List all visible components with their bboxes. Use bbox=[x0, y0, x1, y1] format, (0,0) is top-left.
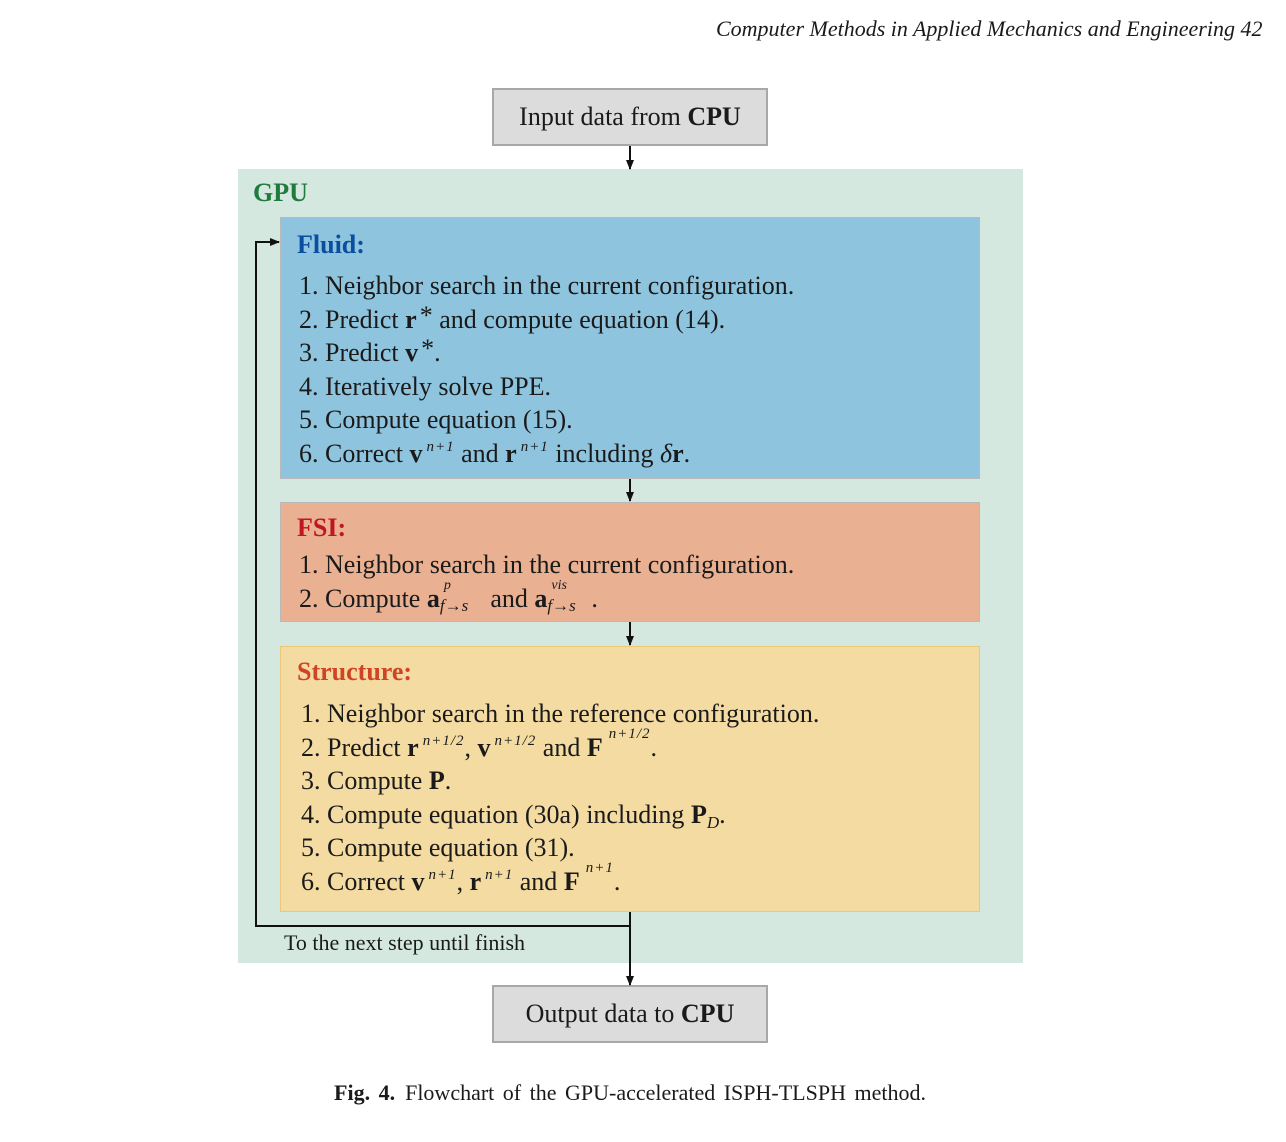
v-symbol: v bbox=[477, 732, 491, 762]
structure-title: Structure: bbox=[297, 657, 413, 686]
superscript: n+1/2 bbox=[422, 732, 465, 749]
structure-step-2-text: 2. Predict bbox=[301, 732, 408, 762]
loop-back-arrow bbox=[255, 238, 630, 927]
r-symbol: r bbox=[469, 866, 482, 896]
and-text: and bbox=[454, 438, 506, 468]
subscript: f→s bbox=[547, 595, 576, 615]
structure-step-3: 3. Compute P. bbox=[301, 764, 819, 798]
fluid-step-5: 5. Compute equation (15). bbox=[299, 405, 573, 434]
r-symbol: r bbox=[505, 438, 517, 468]
superscript: n+1/2 bbox=[608, 725, 651, 742]
fluid-step-3-rest: . bbox=[434, 338, 441, 367]
fluid-step-3-text: 3. Predict bbox=[299, 338, 406, 367]
fluid-steps: 1. Neighbor search in the current config… bbox=[299, 269, 794, 470]
f-symbol: F bbox=[586, 732, 603, 762]
output-box: Output data to CPU bbox=[492, 985, 768, 1043]
period: . bbox=[591, 583, 598, 613]
input-box-text: Input data from bbox=[519, 102, 688, 131]
fluid-step-3: 3. Predict v*. bbox=[299, 334, 794, 370]
acceleration-indices: vis f→s bbox=[547, 578, 591, 615]
fsi-title: FSI: bbox=[297, 513, 347, 542]
superscript: n+1 bbox=[520, 438, 549, 455]
subscript: f→s bbox=[439, 595, 469, 615]
fluid-step-2-rest: and compute equation (14). bbox=[432, 304, 726, 334]
structure-steps: 1. Neighbor search in the reference conf… bbox=[301, 697, 819, 898]
gpu-label: GPU bbox=[253, 178, 308, 207]
superscript: n+1/2 bbox=[494, 732, 537, 749]
period: . bbox=[444, 766, 452, 795]
v-symbol: v bbox=[409, 438, 423, 468]
fluid-step-2: 2. Predict r* and compute equation (14). bbox=[299, 300, 794, 337]
structure-step-5: 5. Compute equation (31). bbox=[301, 833, 575, 862]
fluid-step-2-text: 2. Predict bbox=[299, 304, 406, 334]
a-symbol: a bbox=[426, 583, 440, 613]
figure-caption-text: Flowchart of the GPU-accelerated ISPH-TL… bbox=[405, 1080, 926, 1105]
fsi-steps: 1. Neighbor search in the current config… bbox=[299, 548, 794, 615]
a-symbol: a bbox=[534, 583, 548, 613]
input-box-cpu: CPU bbox=[687, 102, 741, 131]
input-box: Input data from CPU bbox=[492, 88, 768, 146]
output-box-cpu: CPU bbox=[680, 999, 735, 1028]
fluid-step-6-text: 6. Correct bbox=[299, 438, 410, 468]
delta-symbol: δ bbox=[660, 438, 673, 468]
subscript: D bbox=[706, 812, 720, 832]
fsi-stage: FSI: 1. Neighbor search in the current c… bbox=[280, 502, 980, 622]
period: . bbox=[719, 799, 726, 829]
superscript: n+1 bbox=[585, 859, 614, 876]
journal-header: Computer Methods in Applied Mechanics an… bbox=[716, 16, 1263, 41]
output-box-text: Output data to bbox=[525, 999, 681, 1028]
structure-step-4: 4. Compute equation (30a) including PD. bbox=[301, 798, 819, 832]
f-symbol: F bbox=[563, 866, 580, 896]
fluid-step-1: 1. Neighbor search in the current config… bbox=[299, 271, 795, 300]
superscript: vis bbox=[551, 577, 567, 593]
loop-label: To the next step until finish bbox=[284, 930, 526, 955]
fluid-stage: Fluid: 1. Neighbor search in the current… bbox=[280, 217, 980, 479]
v-symbol: v bbox=[411, 866, 425, 896]
p-symbol: P bbox=[428, 766, 445, 795]
figure-label: Fig. 4. bbox=[334, 1080, 396, 1105]
fluid-step-4: 4. Iteratively solve PPE. bbox=[299, 371, 552, 401]
comma: , bbox=[464, 732, 478, 762]
v-symbol: v bbox=[405, 338, 419, 367]
structure-stage: Structure: 1. Neighbor search in the ref… bbox=[280, 646, 980, 912]
structure-step-1: 1. Neighbor search in the reference conf… bbox=[301, 699, 820, 728]
r-symbol: r bbox=[672, 438, 684, 468]
star-symbol: * bbox=[421, 334, 435, 363]
period: . bbox=[683, 438, 691, 468]
structure-step-6-text: 6. Correct bbox=[301, 866, 412, 896]
including-text: including bbox=[548, 438, 661, 468]
and-text: and bbox=[483, 583, 535, 613]
p-symbol: P bbox=[690, 799, 707, 829]
and-text: and bbox=[536, 732, 587, 762]
superscript: n+1 bbox=[426, 438, 455, 455]
r-symbol: r bbox=[405, 304, 417, 334]
structure-step-3-text: 3. Compute bbox=[301, 766, 429, 795]
period: . bbox=[650, 732, 658, 762]
acceleration-indices: p f→s bbox=[439, 578, 484, 615]
and-text: and bbox=[513, 866, 564, 896]
figure-caption: Fig. 4. Flowchart of the GPU-accelerated … bbox=[0, 1080, 1260, 1106]
fluid-title: Fluid: bbox=[297, 230, 365, 259]
period: . bbox=[613, 866, 621, 896]
superscript: n+1 bbox=[428, 866, 457, 883]
r-symbol: r bbox=[407, 732, 419, 762]
fsi-step-1: 1. Neighbor search in the current config… bbox=[299, 550, 795, 579]
fsi-step-2-text: 2. Compute bbox=[299, 583, 427, 613]
superscript: n+1 bbox=[485, 866, 514, 883]
star-symbol: * bbox=[419, 300, 433, 330]
structure-step-4-text: 4. Compute equation (30a) including bbox=[301, 799, 691, 829]
comma: , bbox=[456, 866, 470, 896]
superscript: p bbox=[443, 577, 451, 593]
